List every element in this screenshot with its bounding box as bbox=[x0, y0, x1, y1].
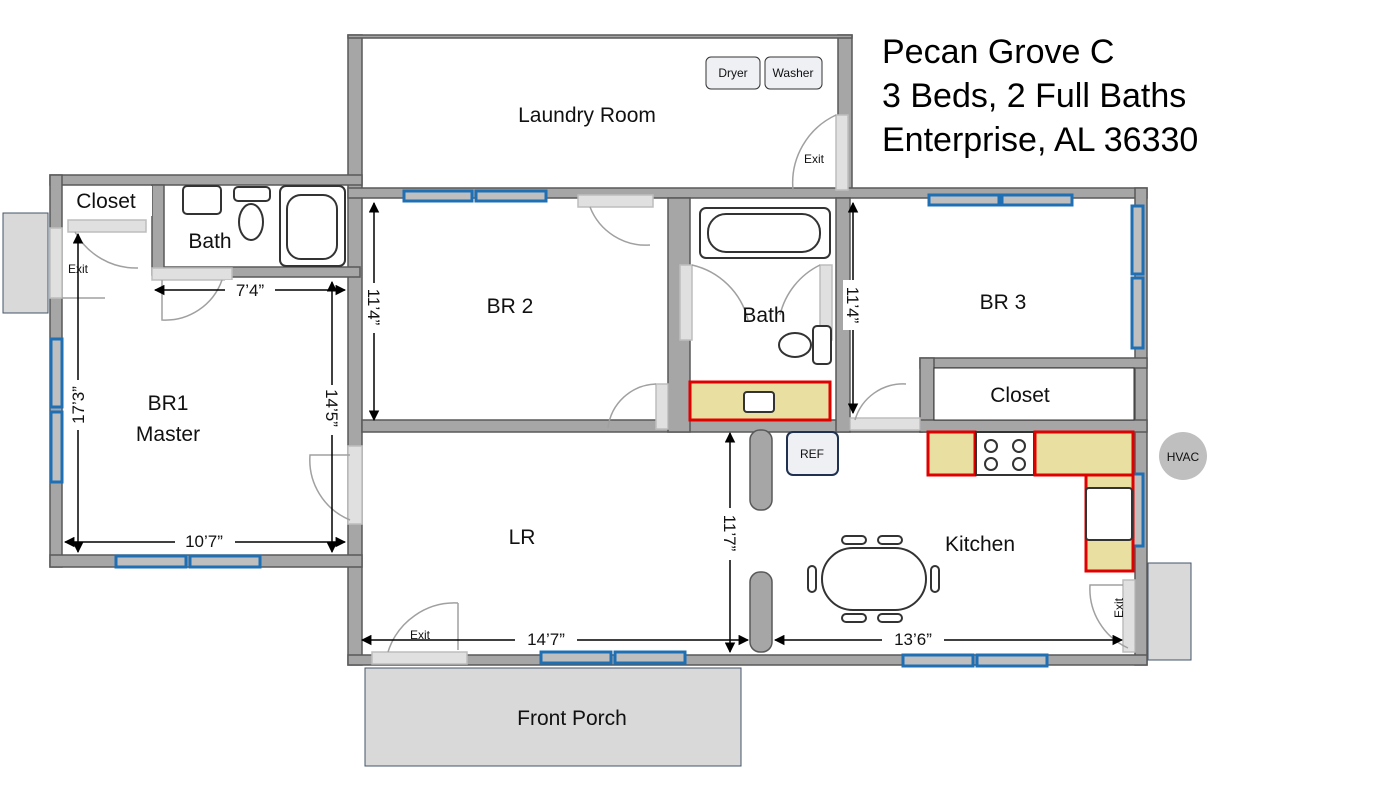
dining-table bbox=[821, 547, 927, 611]
plan-beds-baths: 3 Beds, 2 Full Baths bbox=[882, 77, 1187, 115]
room-br1: BR1 bbox=[148, 392, 189, 415]
dim-kitchen-width: 13’6” bbox=[894, 630, 932, 649]
room-kitchen: Kitchen bbox=[945, 533, 1015, 556]
exit-label-master: Exit bbox=[68, 262, 89, 276]
room-master-bath: Bath bbox=[188, 230, 231, 253]
room-lr: LR bbox=[509, 526, 536, 549]
dim-lr-height: 11’7” bbox=[720, 515, 739, 552]
plan-title: Pecan Grove C 3 Beds, 2 Full Baths Enter… bbox=[882, 30, 1198, 162]
windows bbox=[49, 189, 1145, 668]
label-washer: Washer bbox=[773, 66, 814, 80]
plan-name: Pecan Grove C bbox=[882, 33, 1115, 71]
label-hvac: HVAC bbox=[1167, 450, 1200, 464]
room-br3-closet: Closet bbox=[990, 384, 1050, 407]
dim-master-bath-width: 7’4” bbox=[236, 281, 265, 300]
refrigerator bbox=[786, 431, 839, 476]
room-hall-bath: Bath bbox=[742, 304, 785, 327]
dim-br2-height: 11’4” bbox=[364, 289, 383, 326]
stove bbox=[975, 431, 1035, 476]
plan-location: Enterprise, AL 36330 bbox=[882, 121, 1199, 159]
side-step-left bbox=[2, 212, 49, 314]
washer bbox=[764, 56, 823, 90]
exit-label-kitchen: Exit bbox=[1112, 597, 1126, 618]
front-porch bbox=[364, 667, 742, 767]
room-master-closet: Closet bbox=[76, 190, 136, 213]
doors bbox=[49, 114, 1136, 665]
room-laundry: Laundry Room bbox=[518, 104, 656, 127]
side-step-right bbox=[1147, 562, 1192, 661]
hvac-unit bbox=[1159, 432, 1207, 480]
label-ref: REF bbox=[800, 447, 824, 461]
dryer bbox=[705, 56, 761, 90]
room-br2: BR 2 bbox=[487, 295, 534, 318]
room-br3: BR 3 bbox=[980, 291, 1027, 314]
dim-br3-height: 11’4” bbox=[843, 287, 862, 324]
kitchen-sink bbox=[1085, 487, 1133, 541]
exit-label-laundry: Exit bbox=[804, 152, 825, 166]
room-br1-master: Master bbox=[136, 423, 200, 446]
dim-br1-height: 17’3” bbox=[69, 386, 88, 424]
dim-lr-width: 14’7” bbox=[527, 630, 565, 649]
fixtures bbox=[64, 56, 1135, 623]
exit-label-front: Exit bbox=[410, 628, 431, 642]
dim-br1-inner-height: 14’5” bbox=[322, 389, 341, 427]
label-dryer: Dryer bbox=[718, 66, 747, 80]
walls bbox=[49, 34, 1148, 666]
room-front-porch: Front Porch bbox=[517, 707, 627, 730]
master-closet-label-box bbox=[64, 186, 152, 216]
dim-br1-width: 10’7” bbox=[185, 532, 223, 551]
